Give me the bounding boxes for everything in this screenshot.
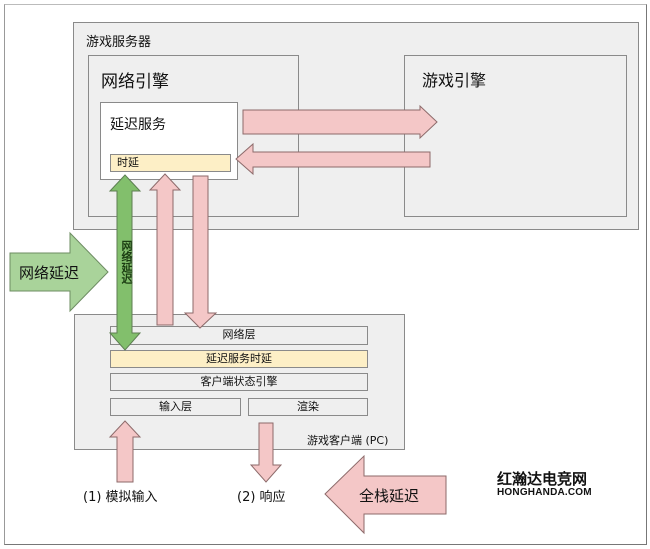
full-stack-latency-arrow [324, 454, 447, 535]
network-engine-title: 网络引擎 [101, 72, 169, 92]
response-arrow [249, 422, 283, 483]
network-latency-side-label: 网络延迟 [19, 264, 80, 282]
game-server-title: 游戏服务器 [86, 35, 152, 50]
client-network-layer-bar: 网络层 [110, 326, 368, 345]
arrow-to-game-engine [242, 104, 438, 140]
client-rendering-bar: 渲染 [248, 398, 368, 416]
latency-service-title: 延迟服务 [110, 117, 166, 133]
watermark-chinese: 红瀚达电竞网 [497, 470, 588, 488]
watermark-english: HONGHANDA.COM [497, 487, 592, 498]
latency-service-delay-bar: 时延 [110, 154, 231, 172]
simulated-input-arrow [108, 420, 142, 483]
step-simulated-input: (1) 模拟输入 [83, 490, 158, 505]
client-latency-delay-bar: 延迟服务时延 [110, 350, 368, 368]
full-stack-latency-label: 全栈延迟 [359, 487, 420, 505]
game-client-title: 游戏客户端 (PC) [307, 434, 389, 447]
network-latency-vertical-label: 网络延迟 [120, 240, 133, 284]
arrow-up-to-server [148, 173, 182, 326]
network-latency-side-arrow [9, 231, 109, 313]
step-response: (2) 响应 [237, 490, 286, 505]
arrow-down-to-client [183, 175, 218, 329]
client-state-engine-bar: 客户端状态引擎 [110, 373, 368, 391]
network-latency-vertical-arrow [108, 174, 142, 351]
arrow-from-game-engine [235, 142, 431, 176]
outer-frame [4, 4, 647, 545]
game-engine-title: 游戏引擎 [422, 71, 487, 90]
client-input-layer-bar: 输入层 [110, 398, 241, 416]
game-engine-panel [404, 55, 627, 217]
